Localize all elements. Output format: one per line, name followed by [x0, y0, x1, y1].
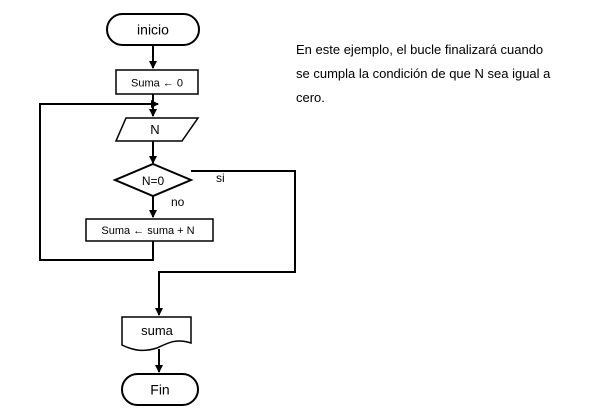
explanation-text: En este ejemplo, el bucle finalizará cua… [296, 38, 596, 110]
init-label: Suma ← 0 [131, 78, 183, 90]
end-label: Fin [150, 382, 169, 398]
explanation-line: cero. [296, 90, 325, 105]
output-document [121, 316, 192, 352]
init-process-box [115, 69, 199, 95]
yes-branch-label: si [216, 171, 225, 185]
end-terminal [121, 373, 199, 406]
start-label: inicio [137, 22, 169, 38]
explanation-line: se cumpla la condición de que N sea igua… [296, 66, 551, 81]
arrow-condition-yes-to-output [155, 170, 296, 316]
output-label: suma [141, 323, 174, 338]
start-terminal [106, 13, 200, 46]
explanation-line: En este ejemplo, el bucle finalizará cua… [296, 42, 544, 57]
process-box [85, 218, 214, 242]
condition-diamond [112, 162, 194, 198]
condition-label: N=0 [142, 174, 165, 188]
loop-back-arrow [39, 100, 159, 261]
process-label: Suma ← suma + N [101, 225, 194, 237]
input-parallelogram [114, 117, 200, 142]
no-branch-label: no [171, 195, 185, 209]
input-label: N [150, 122, 159, 137]
